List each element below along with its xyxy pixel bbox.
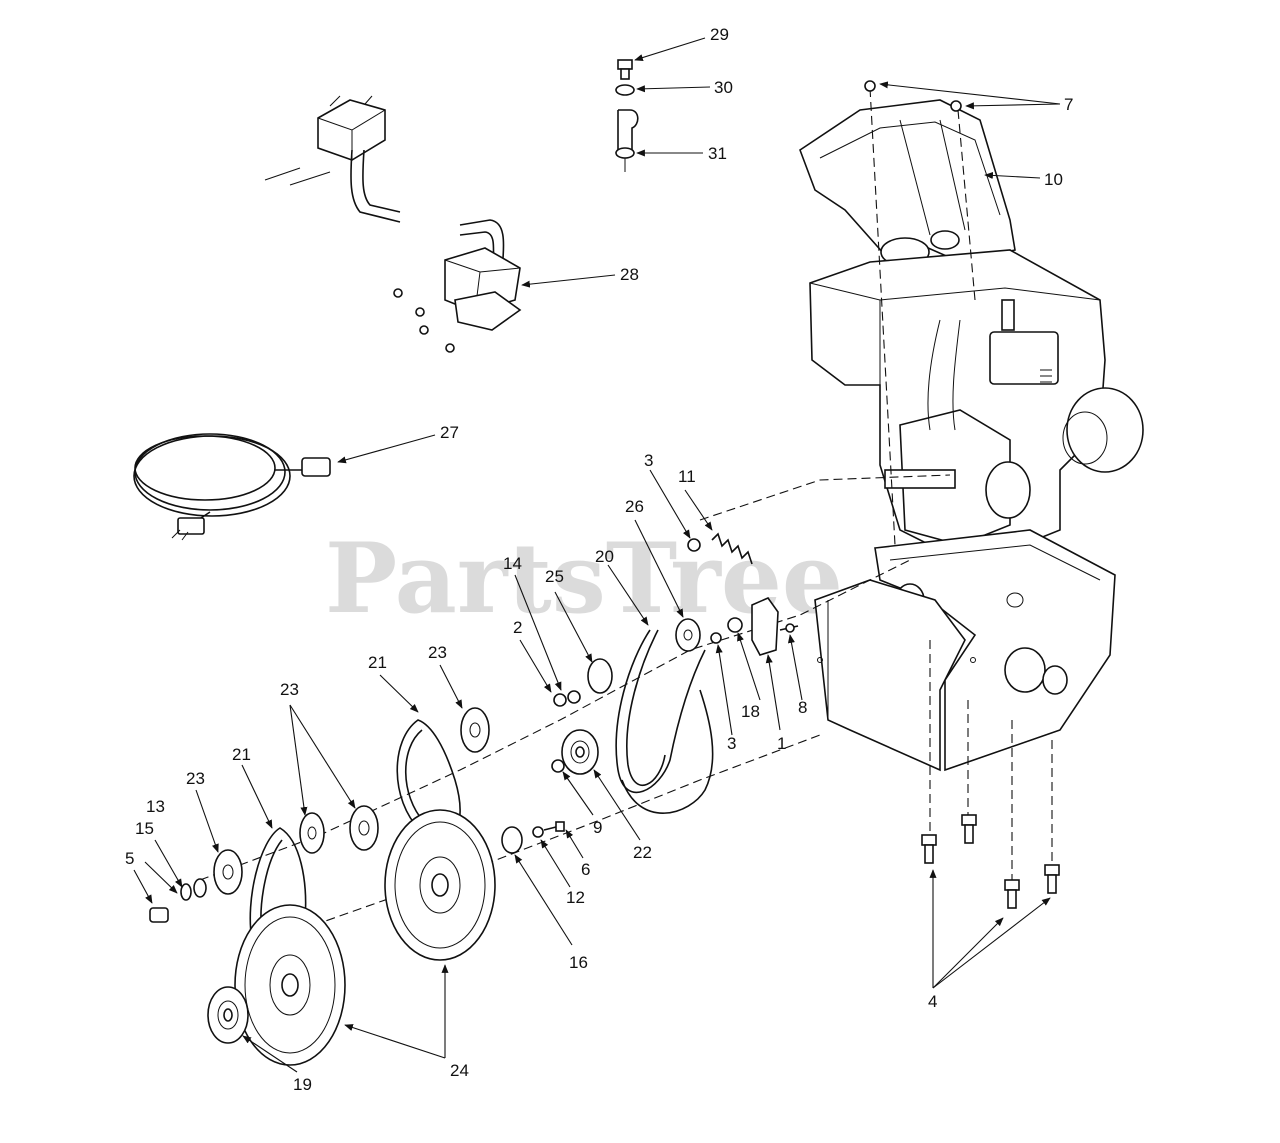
screw-7-part	[864, 80, 962, 112]
callout-14: 14	[503, 554, 522, 573]
callout-labels: 29 30 31 7 10 28 27 3 11 26 20 25 14 2 2…	[125, 25, 1073, 1094]
callout-10: 10	[1044, 170, 1063, 189]
callout-22: 22	[633, 843, 652, 862]
belt-20-part	[615, 629, 714, 814]
spacer-26-part	[675, 618, 701, 652]
bolt-4-part	[921, 814, 1060, 909]
callout-4: 4	[928, 992, 937, 1011]
starter-switch-box-part	[264, 95, 505, 271]
hub-19-part	[207, 986, 249, 1044]
spring-11-part	[711, 532, 753, 565]
callout-3-bottom: 3	[727, 734, 736, 753]
engine-mounting-frame-part	[814, 529, 1116, 772]
bolt-29-part	[617, 59, 633, 80]
power-cord-27-part	[133, 433, 331, 541]
bolt-6-12-16-part	[501, 821, 565, 854]
callout-16: 16	[569, 953, 588, 972]
callout-31: 31	[708, 144, 727, 163]
washer-23-part	[213, 707, 490, 895]
callout-3-top: 3	[644, 451, 653, 470]
callout-12: 12	[566, 888, 585, 907]
callout-leader-lines	[133, 37, 1061, 1073]
callout-18: 18	[741, 702, 760, 721]
callout-23-mid: 23	[280, 680, 299, 699]
starter-motor-bracket-28-part	[393, 247, 522, 353]
callout-15: 15	[135, 819, 154, 838]
callout-26: 26	[625, 497, 644, 516]
callout-29: 29	[710, 25, 729, 44]
spacer-25-part	[587, 658, 613, 694]
callout-8: 8	[798, 698, 807, 717]
callout-13: 13	[146, 797, 165, 816]
callout-6: 6	[581, 860, 590, 879]
washer-30-part	[615, 84, 635, 96]
pulley-22-part	[561, 729, 599, 775]
callout-24: 24	[450, 1061, 469, 1080]
callout-11: 11	[678, 467, 696, 486]
bolt-2-14-part	[553, 690, 581, 707]
callout-28: 28	[620, 265, 639, 284]
callout-9: 9	[593, 818, 602, 837]
callout-7: 7	[1064, 95, 1073, 114]
nut-3-part	[687, 538, 722, 644]
callout-5: 5	[125, 849, 134, 868]
callout-1: 1	[777, 734, 786, 753]
callout-21-top: 21	[368, 653, 387, 672]
callout-21-left: 21	[232, 745, 251, 764]
callout-23-left: 23	[186, 769, 205, 788]
engine-body-part	[809, 249, 1144, 556]
nut-9-part	[551, 759, 565, 773]
idler-bracket-1-part	[727, 597, 799, 656]
bracket-31-part	[615, 109, 639, 172]
bolt-5-13-15-part	[149, 878, 207, 923]
callout-19: 19	[293, 1075, 312, 1094]
callout-25: 25	[545, 567, 564, 586]
callout-27: 27	[440, 423, 459, 442]
callout-2: 2	[513, 618, 522, 637]
callout-20: 20	[595, 547, 614, 566]
engine-shroud-part	[799, 99, 1016, 267]
callout-23-top: 23	[428, 643, 447, 662]
callout-30: 30	[714, 78, 733, 97]
large-pulley-24-part	[234, 809, 496, 1066]
